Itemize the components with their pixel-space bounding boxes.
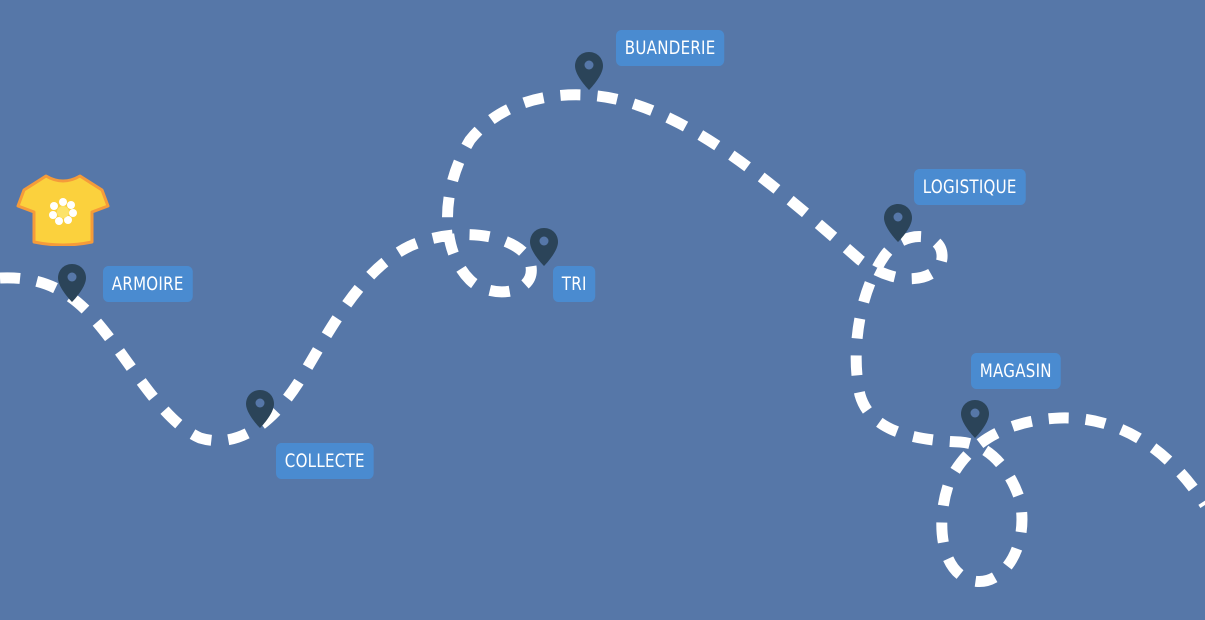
location-pin-icon	[961, 400, 989, 438]
stop-label-magasin: MAGASIN	[971, 353, 1061, 389]
t-shirt-icon	[16, 174, 110, 246]
stop-label-tri: TRI	[553, 266, 596, 302]
stop-label-collecte: COLLECTE	[276, 443, 374, 479]
location-pin-icon	[246, 390, 274, 428]
stop-label-logistique: LOGISTIQUE	[914, 169, 1026, 205]
location-pin-icon	[58, 264, 86, 302]
location-pin-icon	[884, 204, 912, 242]
stop-label-armoire: ARMOIRE	[103, 266, 193, 302]
location-pin-icon	[530, 228, 558, 266]
location-pin-icon	[575, 52, 603, 90]
stop-label-buanderie: BUANDERIE	[616, 30, 725, 66]
